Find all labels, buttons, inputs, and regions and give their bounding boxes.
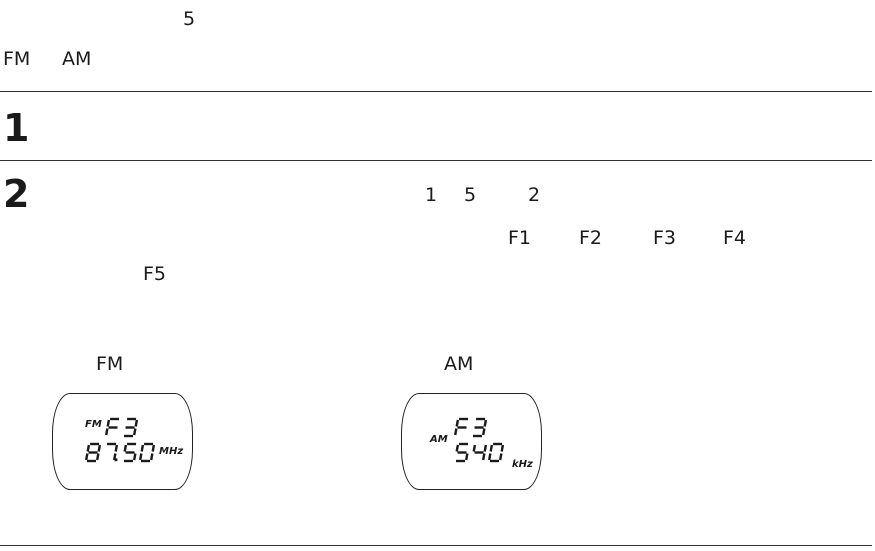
lcd-segment	[487, 453, 492, 461]
fm-lcd-digits: FM MHz	[84, 417, 183, 463]
divider-middle	[0, 160, 872, 161]
fm-preset-digits	[104, 417, 139, 438]
lcd-segment	[114, 444, 119, 452]
lcd-segment	[134, 419, 139, 427]
am-lcd-display: AM kHz	[401, 393, 542, 490]
am-preset-digits	[453, 417, 488, 438]
lcd-segment	[500, 444, 505, 452]
am-band-indicator: AM	[429, 434, 448, 445]
lcd-segment	[97, 444, 102, 452]
fm-band-indicator: FM	[85, 419, 102, 430]
step-2-seq-3: 2	[528, 184, 541, 206]
fm-unit-label: MHz	[159, 446, 183, 457]
lcd-segment	[112, 453, 117, 461]
intro-number: 5	[183, 8, 196, 30]
step-2-number: 2	[3, 172, 30, 216]
lcd-segment	[455, 444, 460, 452]
lcd-segment	[483, 444, 488, 452]
lcd-segment	[123, 444, 128, 452]
lcd-segment	[84, 453, 89, 461]
step-1-number: 1	[3, 106, 30, 150]
preset-f5: F5	[143, 263, 167, 285]
intro-fm-label: FM	[3, 48, 31, 70]
lcd-segment	[481, 453, 486, 461]
preset-f4: F4	[723, 227, 747, 249]
lcd-segment	[483, 419, 488, 427]
step-2-seq-1: 1	[425, 184, 438, 206]
lcd-segment	[104, 428, 109, 436]
lcd-segment	[149, 453, 154, 461]
lcd-segment	[455, 419, 460, 427]
divider-top	[0, 91, 872, 92]
am-display-caption: AM	[444, 353, 474, 375]
lcd-segment	[86, 444, 91, 452]
lcd-segment	[95, 453, 100, 461]
lcd-segment	[464, 453, 469, 461]
lcd-segment	[132, 428, 137, 436]
am-lcd-digits: AM kHz	[429, 417, 533, 470]
fm-display-caption: FM	[96, 353, 124, 375]
preset-f2: F2	[579, 227, 603, 249]
lcd-segment	[132, 453, 137, 461]
step-2-seq-2: 5	[464, 184, 477, 206]
lcd-segment	[138, 453, 143, 461]
fm-frequency-digits	[84, 442, 156, 463]
lcd-segment	[106, 419, 111, 427]
fm-lcd-display: FM MHz	[52, 393, 193, 490]
divider-bottom	[0, 545, 872, 546]
intro-am-label: AM	[62, 48, 92, 70]
lcd-segment	[498, 453, 503, 461]
preset-f3: F3	[653, 227, 677, 249]
lcd-segment	[472, 444, 477, 452]
lcd-segment	[489, 444, 494, 452]
am-unit-label: kHz	[512, 459, 533, 470]
lcd-segment	[140, 444, 145, 452]
lcd-segment	[481, 428, 486, 436]
preset-f1: F1	[508, 227, 532, 249]
lcd-segment	[151, 444, 156, 452]
lcd-decimal-point	[114, 458, 118, 462]
am-frequency-digits	[455, 442, 505, 463]
lcd-segment	[453, 428, 458, 436]
